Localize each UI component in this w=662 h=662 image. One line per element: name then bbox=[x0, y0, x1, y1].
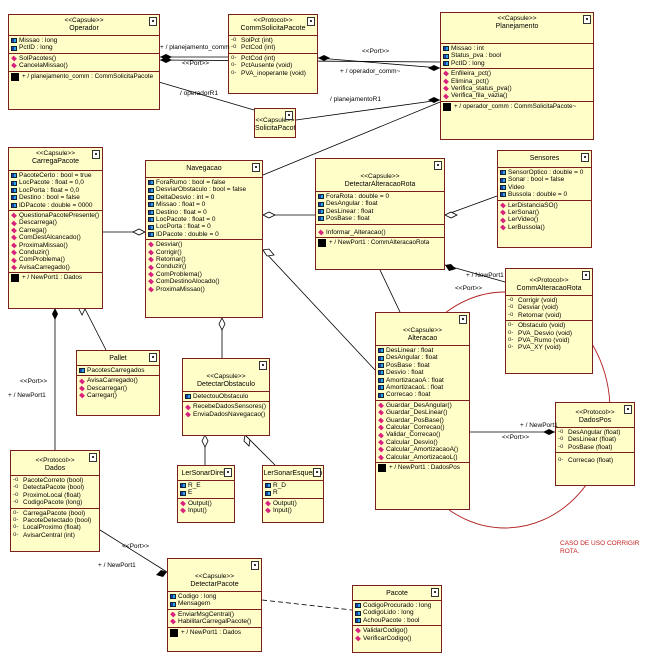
attributes: DetectouObstaculo bbox=[183, 391, 269, 401]
edge-label: <<Port>> bbox=[122, 543, 150, 550]
operations: Output() Input() bbox=[178, 497, 234, 516]
operation-icon bbox=[11, 63, 17, 69]
attributes: Codigo : long Mensagem bbox=[168, 591, 261, 609]
capsule-icon bbox=[149, 17, 157, 26]
class-sensores[interactable]: Sensores SensorOptico : double = 0 Sonar… bbox=[497, 150, 592, 248]
attributes: SensorOptico : double = 0 Sonar : bool =… bbox=[498, 167, 591, 200]
capsule-detectar-pacote[interactable]: <<Capsule>> DetectarPacote Codigo : long… bbox=[167, 558, 262, 652]
capsule-planejamento[interactable]: <<Capsule>> Planejamento Missao : int St… bbox=[440, 12, 594, 140]
annotation-note: CASO DE USO CORRIGIR ROTA. bbox=[560, 540, 640, 555]
edge-label: / planejamentoR1 bbox=[330, 96, 381, 103]
edge-label: <<Port>> bbox=[20, 378, 48, 385]
edge-label: + / NewPort1 bbox=[466, 272, 504, 279]
attributes: ForaRumo : bool = false DesviarObstaculo… bbox=[146, 177, 262, 239]
port-row: + / planejamento_comm : CommSolicitaPaco… bbox=[9, 70, 159, 82]
stereotype: <<Capsule>> bbox=[497, 15, 537, 22]
operations: SolPacotes() CancelaMissao() bbox=[9, 52, 159, 71]
capsule-solicita-pacote[interactable]: <<Capsule>> SolicitaPacote bbox=[254, 108, 296, 138]
class-name: Planejamento bbox=[495, 23, 539, 30]
attributes: R_E E bbox=[178, 480, 234, 498]
out-signals: o-PctCod (int) o-PctAusente (void) o-PVA… bbox=[229, 52, 317, 78]
attribute-icon bbox=[11, 45, 17, 51]
edge-label: + / NewPort1 bbox=[520, 422, 558, 429]
class-name: Operador bbox=[69, 25, 99, 32]
attributes: PacoteCerto : bool = true LocPacote : fl… bbox=[9, 170, 102, 210]
operations: Guardar_DesAngular() Guardar_DesLinear()… bbox=[376, 399, 469, 462]
attributes: Missao : int Status_pva : bool PctID : l… bbox=[441, 43, 593, 68]
attributes: DesLinear : float DesAngular : float Pos… bbox=[376, 345, 469, 400]
operations: EnviarMsgCentral() HabilitarCarregalPaco… bbox=[168, 608, 261, 627]
operations: RecebeDadosSensores() EnviaDadosNavegaca… bbox=[183, 401, 269, 419]
edge-label: <<Port>> bbox=[455, 285, 483, 292]
operations: AvisaCarregado() Descarregar() Carregar(… bbox=[77, 375, 159, 400]
port-row: + / operador_comm : CommSolicitaPacote~ bbox=[441, 100, 593, 112]
edge-label: + / NewPort1 bbox=[8, 392, 46, 399]
attribute-icon bbox=[11, 38, 17, 44]
edge-label: / operadorR1 bbox=[180, 90, 218, 97]
stereotype: <<Capsule>> bbox=[64, 17, 104, 24]
out-signals: o-CarregaPacote (bool) o-PacoteDetectado… bbox=[11, 507, 99, 541]
edge-label: + / planejamento_comm bbox=[160, 44, 230, 51]
operations: Enfileira_pct() Elimina_pct() Verifica_s… bbox=[441, 68, 593, 101]
class-ler-sonar-direito[interactable]: LerSonarDireito R_E E Output() Input() bbox=[177, 465, 235, 523]
attributes: R_D R bbox=[263, 480, 323, 498]
attributes: Missao : long PctID : long bbox=[9, 35, 159, 53]
capsule-detectar-obstaculo[interactable]: <<Capsule>> DetectarObstaculo DetectouOb… bbox=[182, 358, 270, 436]
capsule-detectar-alteracao-rota[interactable]: <<Capsule>> DetectarAlteracaoRota ForaRo… bbox=[315, 158, 445, 270]
edge-label: <<Port>> bbox=[362, 48, 390, 55]
class-pacote[interactable]: Pacote CodigoProcurado : long CodigoLido… bbox=[352, 585, 442, 653]
class-navegacao[interactable]: Navegacao ForaRumo : bool = false Desvia… bbox=[145, 160, 263, 318]
out-signals: o-Obstaculo (void) o-PVA_Desvio (void) o… bbox=[506, 320, 592, 353]
operations: Informar_Alteracao() bbox=[316, 223, 444, 237]
operations: Desviar() Corrigir() Retornar() Conduzir… bbox=[146, 239, 262, 294]
operation: CancelaMissao() bbox=[19, 62, 68, 70]
capsule-operador[interactable]: <<Capsule>> Operador Missao : long PctID… bbox=[8, 14, 160, 110]
capsule-icon bbox=[583, 15, 591, 24]
edge-label: <<Port>> bbox=[502, 434, 530, 441]
attribute: Missao : long bbox=[19, 37, 58, 44]
stereotype: <<Protocol>> bbox=[253, 17, 293, 24]
attribute: PctID : long bbox=[19, 44, 53, 52]
protocol-icon bbox=[307, 17, 315, 26]
class-pallet[interactable]: Pallet PacotesCarregados AvisaCarregado(… bbox=[76, 350, 160, 416]
attributes: PacotesCarregados bbox=[77, 365, 159, 375]
class-ler-sonar-esquerdo[interactable]: LerSonarEsquerdo R_D R Output() Input() bbox=[262, 465, 324, 523]
attributes: CodigoProcurado : long CodigoLido : long… bbox=[353, 600, 441, 625]
out-signals: o-Correcao (float) bbox=[556, 452, 634, 465]
operation-icon bbox=[11, 55, 17, 62]
capsule-alteracao[interactable]: <<Capsule>> Alteracao DesLinear : float … bbox=[375, 312, 470, 510]
operations: QuestionaPacotePresente() Descarrega() C… bbox=[9, 210, 102, 272]
operation: SolPacotes() bbox=[19, 54, 57, 62]
attributes: ForaRota : double = 0 DesAngular : float… bbox=[316, 191, 444, 224]
class-name: CommSolicitaPacote bbox=[240, 25, 306, 32]
operations: Output() Input() bbox=[263, 497, 323, 516]
edge-label: + / operador_comm~ bbox=[340, 68, 401, 75]
edge-label: + / NewPort1 bbox=[98, 562, 136, 569]
edge-label: <<Port>> bbox=[182, 60, 210, 67]
operations: LerDistanciaSO() LerSonar() LerVideo() L… bbox=[498, 199, 591, 233]
operations: ValidarCodigo() VerificarCodigo() bbox=[353, 625, 441, 643]
port-icon bbox=[11, 72, 19, 81]
capsule-carrega-pacote[interactable]: <<Capsule>> CarregaPacote PacoteCerto : … bbox=[8, 147, 103, 309]
